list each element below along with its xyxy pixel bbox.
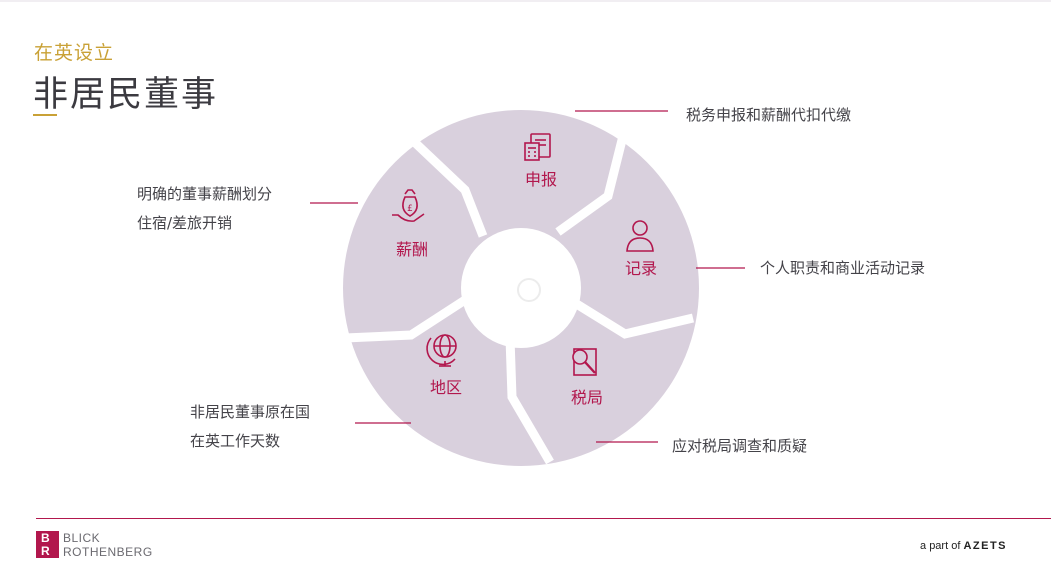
globe-icon [426,334,457,367]
callout-xinchou: 明确的董事薪酬划分 住宿/差旅开销 [137,180,272,238]
footer-rule [36,518,1051,519]
partner-name: AZETS [963,540,1007,552]
segment-label-jilu: 记录 [625,259,657,278]
callout-shuiju: 应对税局调查和质疑 [672,437,808,455]
callout-diqu: 非居民董事原在国 在英工作天数 [190,398,310,456]
segment-diqu: 地区 [426,334,462,397]
logo-mark-r: R [41,544,50,558]
logo-mark: B R [36,531,59,558]
callout-jilu: 个人职责和商业活动记录 [760,259,926,277]
logo-word-bottom: ROTHENBERG [63,545,153,559]
callout-shenbao: 税务申报和薪酬代扣代缴 [686,106,852,124]
segment-separators [344,126,695,465]
segment-shenbao: 申报 [524,133,557,189]
segment-jilu: 记录 [625,220,657,278]
separator-5 [344,296,468,343]
tax-form-calculator-icon [524,133,551,161]
segment-label-shuiju: 税局 [571,388,603,407]
segment-label-xinchou: 薪酬 [396,240,428,259]
separator-2 [555,126,630,236]
center-faint-mark [517,278,541,302]
segment-label-shenbao: 申报 [525,170,557,189]
separator-1 [404,132,488,238]
separator-4 [505,337,554,465]
callout-diqu-line-1: 非居民董事原在国 [190,403,311,421]
partner-tagline: a part of AZETS [920,540,1007,552]
callout-xinchou-line-1: 明确的董事薪酬划分 [137,185,273,203]
person-icon [626,220,654,252]
callout-xinchou-line-2: 住宿/差旅开销 [137,214,233,232]
money-bag-hand-icon: £ [392,189,425,222]
segment-label-diqu: 地区 [430,378,462,397]
slide-subtitle: 在英设立 [34,42,115,64]
blick-rothenberg-logo: B R BLICK ROTHENBERG [36,528,196,562]
cycle-ring [343,110,699,466]
logo-mark-b: B [41,531,50,545]
svg-text:£: £ [407,204,413,214]
callout-connectors [310,110,745,443]
title-underline [33,114,57,116]
partner-prefix: a part of [920,540,961,552]
logo-word-top: BLICK [63,531,101,545]
ring-center [461,228,581,348]
callout-diqu-line-2: 在英工作天数 [190,432,281,450]
magnifier-document-icon [572,348,597,376]
segment-xinchou: £ 薪酬 [392,189,428,259]
segment-shuiju: 税局 [571,348,603,407]
top-rule [0,0,1051,2]
separator-3 [572,299,695,339]
slide-title: 非居民董事 [33,75,219,115]
